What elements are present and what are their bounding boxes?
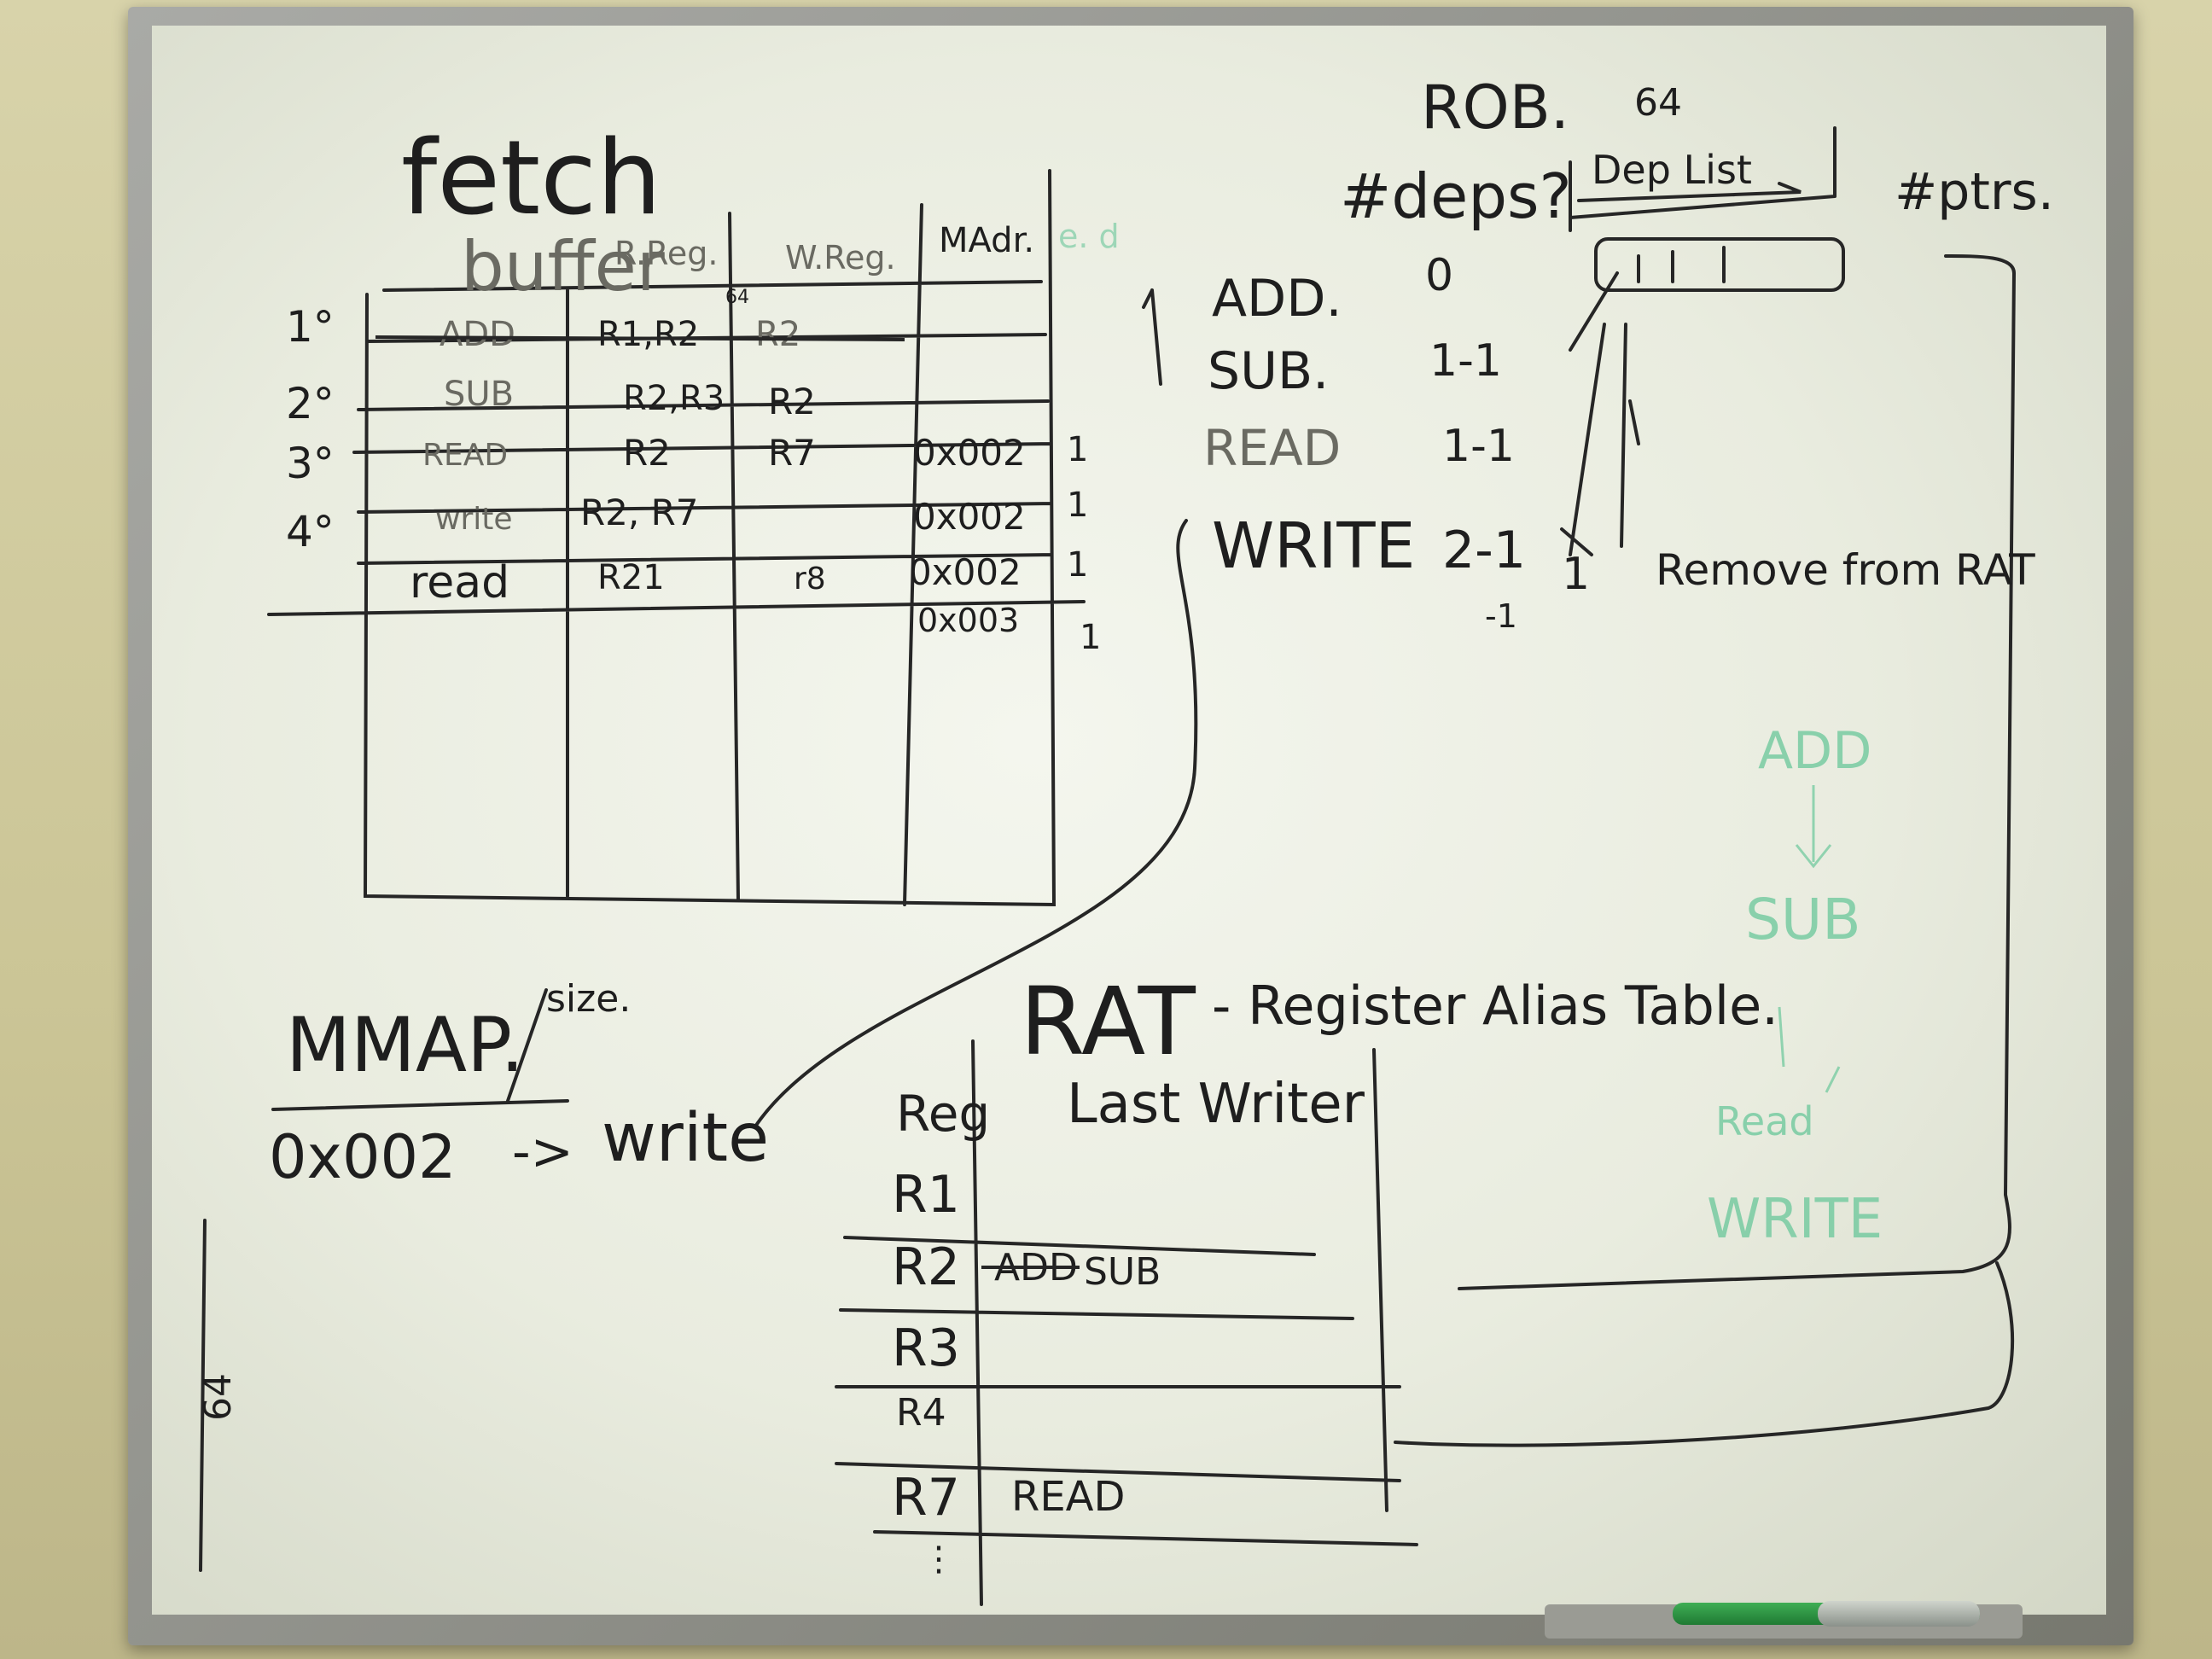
fetch-buffer-title-2: buffer xyxy=(461,227,665,306)
svg-text:1: 1 xyxy=(1067,486,1088,525)
mmap-arrow: -> xyxy=(512,1122,573,1182)
svg-text:R7: R7 xyxy=(892,1468,960,1528)
svg-text:R7: R7 xyxy=(768,432,816,474)
rob-ptrs-label: #ptrs. xyxy=(1895,162,2054,222)
svg-text:read: read xyxy=(410,557,509,608)
order-mark: 4° xyxy=(286,507,335,556)
order-mark: 2° xyxy=(286,379,335,428)
order-mark: 3° xyxy=(286,439,335,488)
svg-text:0x003: 0x003 xyxy=(917,602,1019,639)
rob-title: ROB. xyxy=(1421,73,1569,143)
mmap-target: write xyxy=(602,1100,769,1177)
svg-text:R1: R1 xyxy=(892,1165,960,1225)
svg-text:ADD.: ADD. xyxy=(1212,269,1342,329)
svg-text:2-1: 2-1 xyxy=(1442,521,1526,580)
svg-text:SUB: SUB xyxy=(444,375,514,414)
rat-title: RAT xyxy=(1020,967,1196,1076)
rob-deplist-label: Dep List xyxy=(1592,147,1752,193)
fetch-row: READ R2 R7 0x002 1 xyxy=(422,430,1088,474)
svg-text:R21: R21 xyxy=(597,558,665,597)
rat-row: R4 xyxy=(896,1391,946,1435)
fetch-row: 0x003 1 xyxy=(917,602,1101,657)
svg-text:SUB: SUB xyxy=(1084,1250,1161,1294)
mmap-size-note: size. xyxy=(546,977,631,1021)
mmap-title: MMAP. xyxy=(286,1001,524,1089)
rat-row: R3 xyxy=(892,1318,960,1378)
mmap-address: 0x002 xyxy=(269,1122,457,1192)
col-wreg: W.Reg. xyxy=(785,239,896,276)
svg-text:SUB: SUB xyxy=(1745,887,1860,952)
fetch-superscript: 64 xyxy=(725,287,749,308)
rob-deps-label: #deps? xyxy=(1340,160,1572,232)
fetch-row: write R2, R7 0x002 1 xyxy=(435,486,1088,538)
rob-entry: WRITE 2-1 xyxy=(1212,509,1526,583)
svg-text:ADD: ADD xyxy=(439,315,515,354)
svg-text:1-1: 1-1 xyxy=(1442,421,1515,472)
deplist-bracket xyxy=(1569,126,1837,232)
fetch-row: ADD R1,R2 R2 xyxy=(439,315,800,354)
svg-text:R2, R7: R2, R7 xyxy=(580,492,699,533)
svg-text:R2,R3: R2,R3 xyxy=(623,379,725,418)
fetch-buffer-title: fetch xyxy=(401,119,661,238)
svg-text:READ: READ xyxy=(1203,419,1341,477)
svg-text:WRITE: WRITE xyxy=(1707,1188,1883,1251)
svg-text:1-1: 1-1 xyxy=(1429,335,1502,387)
svg-text:r8: r8 xyxy=(794,562,826,597)
rat-col-writer: Last Writer xyxy=(1067,1073,1365,1136)
rob-dep-arrows xyxy=(1560,271,1640,556)
svg-text:WRITE: WRITE xyxy=(1212,509,1415,583)
margin-note: 64 xyxy=(196,1373,240,1421)
fetch-row: SUB R2,R3 R2 xyxy=(444,375,816,422)
svg-text:ADD: ADD xyxy=(1758,721,1871,781)
svg-text:R2: R2 xyxy=(892,1237,960,1297)
rob-pointer-box xyxy=(1594,237,1845,292)
rob-size: 64 xyxy=(1634,81,1682,125)
rat-to-rob-bracket xyxy=(1394,254,2017,1447)
svg-text:R2: R2 xyxy=(755,315,800,354)
svg-text:R2: R2 xyxy=(623,432,671,474)
strikeout xyxy=(375,335,905,341)
rat-ellipsis: ⋮ xyxy=(922,1540,956,1579)
rat-col-reg: Reg xyxy=(896,1085,990,1143)
svg-text:R2: R2 xyxy=(768,381,816,422)
svg-text:0x002: 0x002 xyxy=(913,432,1026,474)
svg-text:0x002: 0x002 xyxy=(909,551,1022,593)
rat-subtitle: - Register Alias Table. xyxy=(1212,975,1778,1037)
rob-count: 1 xyxy=(1562,549,1590,600)
rat-table-grid xyxy=(835,1039,1418,1606)
svg-text:1: 1 xyxy=(1067,545,1088,585)
svg-text:R4: R4 xyxy=(896,1391,946,1435)
svg-text:SUB.: SUB. xyxy=(1208,341,1329,401)
col-rreg: R.Reg. xyxy=(614,235,718,272)
ghost-note: e. d xyxy=(1058,218,1120,255)
rob-entry: READ 1-1 xyxy=(1203,419,1515,477)
fetch-buffer-frame xyxy=(267,169,1086,907)
rat-row: R7 READ xyxy=(892,1468,1125,1528)
rob-count: -1 xyxy=(1485,597,1517,635)
svg-text:R1,R2: R1,R2 xyxy=(597,315,699,354)
svg-text:READ: READ xyxy=(422,438,508,473)
svg-text:1: 1 xyxy=(1080,618,1101,657)
col-madr: MAdr. xyxy=(939,221,1034,260)
rob-entry: SUB. 1-1 xyxy=(1208,335,1502,401)
order-mark: 1° xyxy=(286,302,335,352)
rat-row: R1 xyxy=(892,1165,960,1225)
svg-text:R3: R3 xyxy=(892,1318,960,1378)
rob-entry: ADD. 0 xyxy=(1212,250,1453,329)
svg-text:READ: READ xyxy=(1011,1473,1125,1521)
svg-text:1: 1 xyxy=(1067,430,1088,469)
ghost-arrows xyxy=(1778,785,1841,1093)
fetch-row: read R21 r8 0x002 1 xyxy=(410,545,1088,608)
marker-cap xyxy=(1818,1601,1980,1627)
mmap-to-rob-curve xyxy=(754,519,1198,1128)
svg-text:write: write xyxy=(435,502,513,537)
svg-text:0x002: 0x002 xyxy=(913,496,1026,538)
rob-remove-note: Remove from RAT xyxy=(1656,545,2035,595)
ghost-chain: ADD SUB Read WRITE xyxy=(1707,721,1883,1251)
svg-text:Read: Read xyxy=(1715,1098,1814,1144)
svg-text:0: 0 xyxy=(1425,250,1453,301)
